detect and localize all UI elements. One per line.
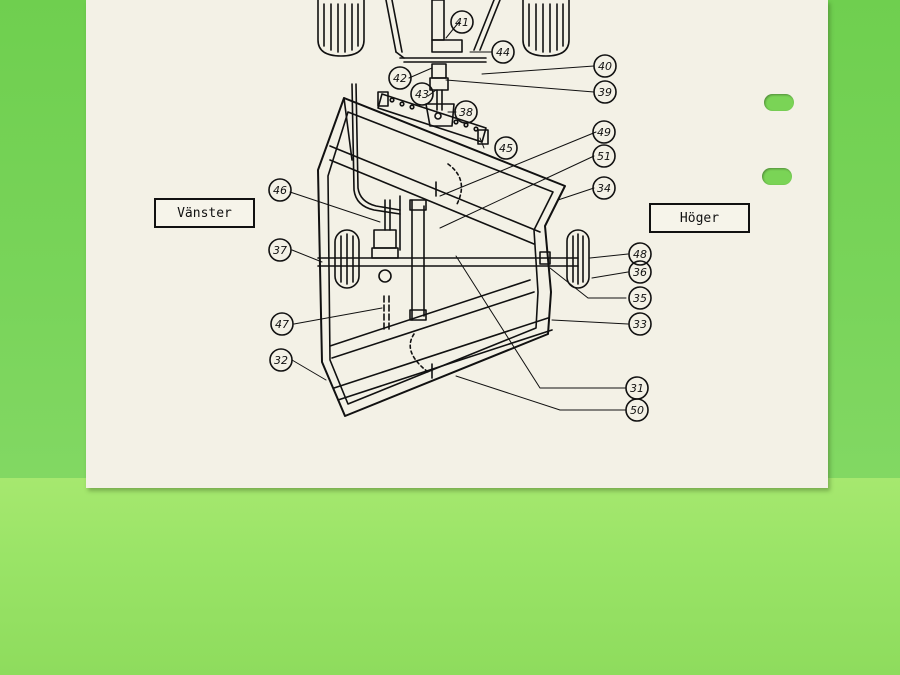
label-left-vanster: Vänster	[154, 198, 255, 228]
callout-39: 39	[598, 86, 612, 99]
callout-31: 31	[630, 382, 644, 395]
label-right-hoger: Höger	[649, 203, 750, 233]
callout-33: 33	[633, 318, 647, 331]
callout-36: 36	[633, 266, 647, 279]
callout-35: 35	[633, 292, 647, 305]
callout-45: 45	[499, 142, 513, 155]
callout-42: 42	[393, 72, 407, 85]
callout-41: 41	[455, 16, 469, 29]
callout-44: 44	[496, 46, 510, 59]
callout-32: 32	[274, 354, 288, 367]
callout-47: 47	[275, 318, 289, 331]
callout-circles	[268, 10, 652, 422]
hydraulic-hose	[351, 83, 401, 215]
cross-axle	[317, 199, 579, 331]
callout-46: 46	[273, 184, 287, 197]
support-wheel-left	[334, 229, 360, 289]
leader-lines	[289, 21, 629, 411]
callout-37: 37	[273, 244, 287, 257]
support-wheel-right	[539, 229, 590, 289]
callout-49: 49	[597, 126, 611, 139]
callout-numbers: 41 44 40 39 42 43 38 45 49 51 34 46 37 4…	[273, 16, 647, 417]
punch-hole-top	[764, 94, 794, 111]
tractor-wheel-left	[317, 0, 365, 57]
callout-34: 34	[597, 182, 611, 195]
punch-hole-bottom	[762, 168, 792, 185]
hitch-linkage	[385, 0, 501, 127]
callout-50: 50	[630, 404, 644, 417]
callout-48: 48	[633, 248, 647, 261]
callout-51: 51	[597, 150, 611, 163]
callout-43: 43	[415, 88, 429, 101]
callout-40: 40	[598, 60, 612, 73]
rake-frame	[317, 97, 566, 417]
callout-38: 38	[459, 106, 473, 119]
tractor-wheel-right	[522, 0, 570, 57]
green-backdrop-floor	[0, 478, 900, 675]
